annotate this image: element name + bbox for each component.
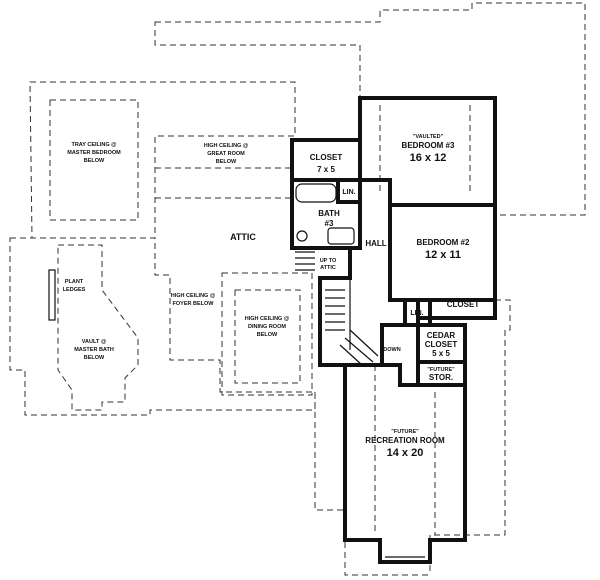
- cedar-size: 5 x 5: [432, 349, 450, 358]
- rec-note: "FUTURE": [391, 429, 419, 435]
- future-stor-name: STOR.: [429, 373, 453, 382]
- bathtub: [295, 183, 337, 203]
- hc-great-label-2: GREAT ROOM: [207, 151, 245, 157]
- cedar-label-1: CEDAR: [427, 331, 456, 340]
- hc-dining-label-3: BELOW: [257, 332, 278, 338]
- closet-top-name: CLOSET: [310, 153, 343, 162]
- bed2-size: 12 x 11: [425, 249, 461, 261]
- cedar-label-2: CLOSET: [425, 340, 458, 349]
- hall-walls: [318, 178, 420, 367]
- down-label: DOWN: [383, 347, 400, 353]
- closet-bed2-label: CLOSET: [447, 300, 480, 309]
- rec-name: RECREATION ROOM: [365, 436, 445, 445]
- tray-ceiling-label-3: BELOW: [84, 158, 105, 164]
- hc-great-label-1: HIGH CEILING @: [204, 143, 249, 149]
- toilet: [296, 230, 308, 242]
- vault-label-3: BELOW: [84, 355, 105, 361]
- vanity: [327, 227, 355, 245]
- tray-ceiling-outline: [49, 99, 139, 221]
- up-to-attic-1: UP TO: [320, 258, 337, 264]
- hc-dining-label-2: DINING ROOM: [248, 324, 286, 330]
- vault-label-2: MASTER BATH: [74, 347, 114, 353]
- lower-right-outline: [429, 299, 511, 575]
- plant-label-1: PLANT: [65, 279, 84, 285]
- tray-ceiling-label-2: MASTER BEDROOM: [67, 150, 121, 156]
- lin-lower-label: LIN.: [410, 310, 423, 317]
- bath-num: #3: [325, 219, 334, 228]
- attic-label: ATTIC: [230, 232, 256, 242]
- roof-outline-upper: [154, 2, 586, 216]
- attic-stairs: [295, 251, 315, 271]
- lower-left-outline: [9, 237, 316, 416]
- hc-foyer-label-2: FOYER BELOW: [173, 301, 215, 307]
- bath-name: BATH: [318, 209, 340, 218]
- up-to-attic-2: ATTIC: [320, 265, 336, 271]
- bed2-name: BEDROOM #2: [417, 238, 470, 247]
- dining-outline: [234, 289, 301, 384]
- roof-outline-left: [29, 81, 296, 239]
- closet-top-size: 7 x 5: [317, 165, 335, 174]
- bed3-size: 16 x 12: [410, 152, 447, 164]
- bed3-name: BEDROOM #3: [402, 141, 455, 150]
- vault-outline: [57, 244, 139, 411]
- vault-label-1: VAULT @: [82, 339, 107, 345]
- plant-ledge: [48, 269, 56, 321]
- recreation-room-walls: [343, 363, 467, 564]
- hc-dining-label-1: HIGH CEILING @: [245, 316, 290, 322]
- plant-label-2: LEDGES: [63, 287, 86, 293]
- hall-label: HALL: [365, 239, 386, 248]
- hc-foyer-label-1: HIGH CEILING @: [171, 293, 216, 299]
- main-stairs: [325, 289, 379, 366]
- foyer-outline: [221, 272, 313, 396]
- rec-size: 14 x 20: [387, 447, 424, 459]
- bed3-note: "VAULTED": [413, 134, 444, 140]
- future-stor-note: "FUTURE": [427, 367, 455, 373]
- hc-great-label-3: BELOW: [216, 159, 237, 165]
- tray-ceiling-label-1: TRAY CEILING @: [71, 142, 117, 148]
- lin-top-label: LIN.: [342, 189, 355, 196]
- lower-bottom-outline: [314, 392, 430, 576]
